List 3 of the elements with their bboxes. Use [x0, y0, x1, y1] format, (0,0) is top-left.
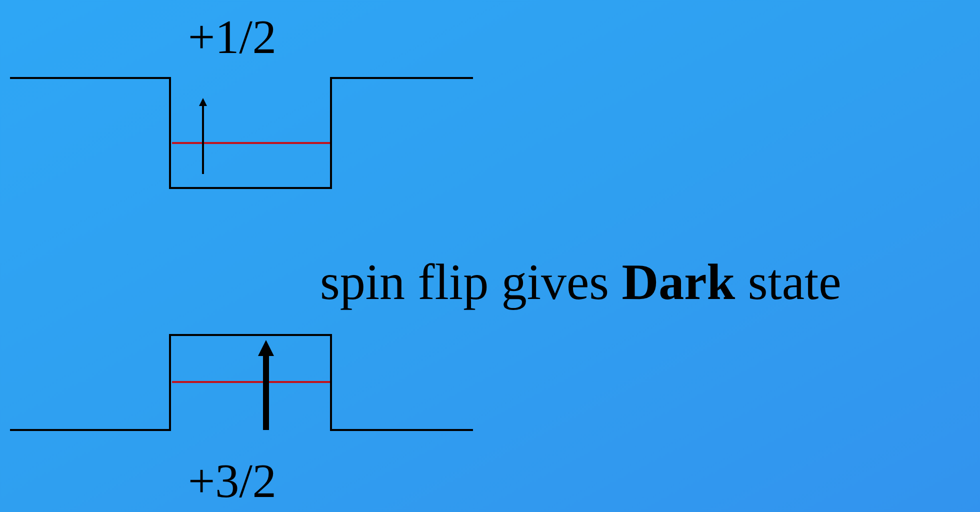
text-label: spin flip gives Dark state: [320, 258, 842, 309]
text-label: +1/2: [188, 14, 276, 62]
text-label: +3/2: [188, 458, 276, 506]
